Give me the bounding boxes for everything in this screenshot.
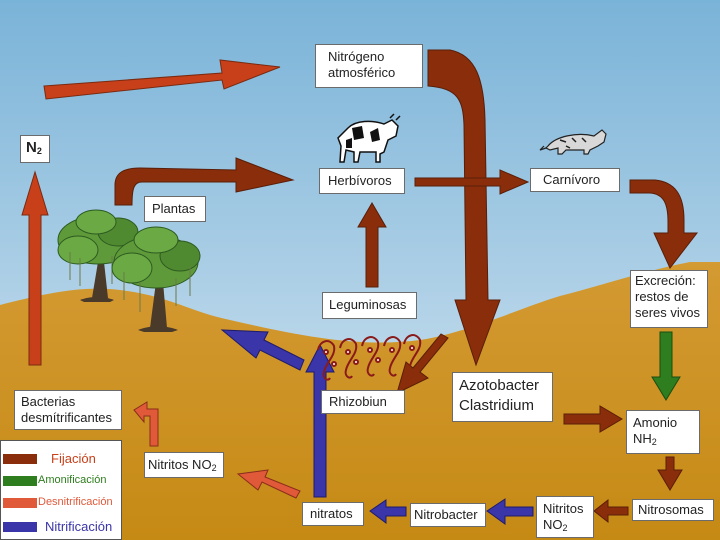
n2-subscript: 2 xyxy=(36,146,42,156)
herbivoros-text: Herbívoros xyxy=(328,173,392,188)
fixation-arrow-up-n2 xyxy=(21,170,49,366)
bacterias-line1: Bacterias xyxy=(21,394,76,409)
carnivoro-text: Carnívoro xyxy=(543,172,601,187)
plantas-text: Plantas xyxy=(152,201,196,216)
tree-icon-2 xyxy=(111,226,201,332)
legend-label-fijacion: Fijación xyxy=(51,451,96,466)
nitratos-text: nitratos xyxy=(310,506,353,521)
nitritos-right-box: Nitritos NO2 xyxy=(536,496,594,538)
legend-swatch-desnitrificacion xyxy=(3,498,37,508)
legend-item-nitrificacion: Nitrificación xyxy=(1,515,123,537)
n2-label-box: N2 xyxy=(20,135,50,163)
legend-item-fijacion: Fijación xyxy=(1,447,123,469)
nitrification-arrow-nitritos-to-nitrobacter xyxy=(486,498,534,525)
nitritos-right-line2: NO xyxy=(543,517,563,532)
nitratos-box: nitratos xyxy=(302,502,364,526)
denitrification-arrow-to-nitritos xyxy=(236,469,301,499)
leguminosas-text: Leguminosas xyxy=(329,297,407,312)
legend-label-amonificacion: Amonificación xyxy=(38,474,107,486)
brown-arrow-azotobacter-to-rhizobiun xyxy=(396,333,449,394)
legend-item-amonificacion: Amonificación xyxy=(1,469,123,491)
nitrogeno-atmosferico-box: Nitrógeno atmosférico xyxy=(315,44,423,88)
nitrification-arrow-nitratos-up xyxy=(305,343,335,498)
legend-label-desnitrificacion: Desnitrificación xyxy=(38,496,113,508)
nitrogeno-atm-line2: atmosférico xyxy=(328,65,396,80)
carnivoro-box: Carnívoro xyxy=(530,168,620,192)
wildcat-icon xyxy=(539,129,607,155)
excrecion-box: Excreción: restos de seres vivos xyxy=(630,270,708,328)
nitritos-right-line1: Nitritos xyxy=(543,501,584,516)
rhizobiun-text: Rhizobiun xyxy=(329,394,387,409)
azotobacter-box: Azotobacter Clastridium xyxy=(452,372,553,422)
legend: Fijación Amonificación Desnitrificación … xyxy=(0,440,122,540)
nitritos-left-subscript: 2 xyxy=(211,463,217,473)
bacterias-desnitrificantes-box: Bacterias desmítrificantes xyxy=(14,390,122,430)
excrecion-line3: seres vivos xyxy=(635,305,701,320)
brown-arrow-carnivore-to-excretion xyxy=(629,179,699,269)
brown-arrow-herbivores-to-carnivore xyxy=(414,169,530,195)
amonio-line2: NH xyxy=(633,431,652,446)
bacterias-line2: desmítrificantes xyxy=(21,410,113,425)
amonio-subscript: 2 xyxy=(651,437,657,447)
brown-arrow-atm-to-azotobacter xyxy=(427,49,501,367)
nitrification-arrow-to-plants xyxy=(220,329,305,371)
brown-arrow-azotobacter-to-amonio xyxy=(563,405,623,433)
nitritos-right-subscript: 2 xyxy=(562,523,568,533)
rhizobiun-box: Rhizobiun xyxy=(321,390,405,414)
amonio-line1: Amonio xyxy=(633,415,678,430)
legend-label-nitrificacion: Nitrificación xyxy=(45,519,113,534)
tree-icon xyxy=(57,209,139,302)
brown-arrow-nitrosomas-to-nitritos xyxy=(593,498,629,524)
amonio-box: Amonio NH2 xyxy=(626,410,700,454)
excrecion-line1: Excreción: xyxy=(635,273,696,288)
azotobacter-line1: Azotobacter xyxy=(459,377,540,394)
brown-arrow-amonio-to-nitrosomas xyxy=(657,456,683,491)
excrecion-line2: restos de xyxy=(635,289,689,304)
nitrosomas-text: Nitrosomas xyxy=(638,502,704,517)
legend-swatch-fijacion xyxy=(3,454,37,464)
cow-icon xyxy=(337,113,401,163)
nitrosomas-box: Nitrosomas xyxy=(632,499,714,521)
ammonification-arrow xyxy=(651,331,681,401)
leguminosas-box: Leguminosas xyxy=(322,292,417,319)
legend-swatch-nitrificacion xyxy=(3,522,37,532)
legend-item-desnitrificacion: Desnitrificación xyxy=(1,491,123,513)
brown-arrow-plants-to-herbivores xyxy=(114,157,295,206)
n2-text: N xyxy=(26,139,37,156)
nitritos-left-text: Nitritos NO xyxy=(148,457,212,472)
fixation-arrow-top xyxy=(43,59,281,100)
brown-arrow-legumes-to-herbivores xyxy=(357,202,387,288)
plantas-box: Plantas xyxy=(144,196,206,222)
nitrobacter-box: Nitrobacter xyxy=(410,503,486,527)
nitrification-arrow-nitrobacter-to-nitratos xyxy=(369,499,407,524)
legend-swatch-amonificacion xyxy=(3,476,37,486)
azotobacter-line2: Clastridium xyxy=(459,397,535,414)
nitritos-left-box: Nitritos NO2 xyxy=(144,452,224,478)
nitrobacter-text: Nitrobacter xyxy=(414,507,478,522)
legume-roots-icon xyxy=(317,334,422,381)
nitrogeno-atm-line1: Nitrógeno xyxy=(328,49,385,64)
herbivoros-box: Herbívoros xyxy=(319,168,405,194)
denitrification-arrow-to-bacterias xyxy=(133,401,159,447)
